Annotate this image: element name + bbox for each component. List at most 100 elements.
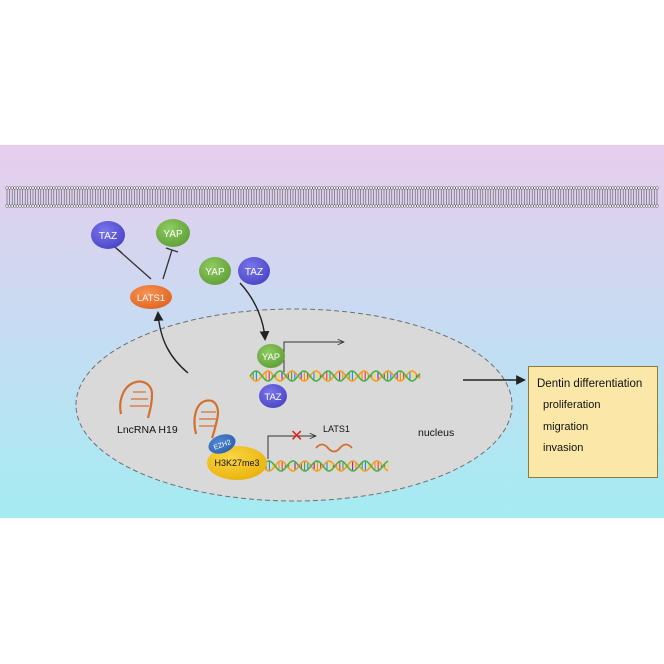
membrane-head — [166, 186, 170, 190]
membrane-head — [652, 186, 656, 190]
membrane-head — [286, 204, 290, 208]
membrane-head — [288, 204, 292, 208]
membrane-head — [10, 204, 14, 208]
membrane-head — [424, 204, 428, 208]
membrane-head — [561, 186, 565, 190]
membrane-head — [541, 204, 545, 208]
membrane-head — [481, 186, 485, 190]
membrane-head — [140, 186, 144, 190]
membrane-head — [216, 186, 220, 190]
membrane-head — [551, 204, 555, 208]
membrane-head — [405, 204, 409, 208]
membrane-head — [130, 186, 134, 190]
membrane-head — [26, 204, 30, 208]
membrane-head — [8, 186, 12, 190]
membrane-head — [577, 186, 581, 190]
membrane-head — [444, 204, 448, 208]
membrane-head — [229, 186, 233, 190]
membrane-head — [226, 186, 230, 190]
membrane-head — [346, 204, 350, 208]
membrane-head — [54, 186, 58, 190]
membrane-head — [340, 186, 344, 190]
membrane-head — [338, 186, 342, 190]
membrane-head — [15, 186, 19, 190]
membrane-head — [244, 186, 248, 190]
membrane-head — [632, 204, 636, 208]
membrane-head — [499, 204, 503, 208]
membrane-head — [621, 204, 625, 208]
membrane-head — [197, 204, 201, 208]
membrane-head — [429, 204, 433, 208]
membrane-head — [551, 186, 555, 190]
membrane-head — [535, 186, 539, 190]
membrane-head — [629, 204, 633, 208]
membrane-head — [49, 204, 53, 208]
membrane-head — [356, 186, 360, 190]
membrane-head — [73, 186, 77, 190]
membrane-head — [127, 204, 131, 208]
membrane-head — [255, 204, 259, 208]
membrane-head — [13, 186, 17, 190]
membrane-head — [236, 204, 240, 208]
membrane-head — [473, 186, 477, 190]
membrane-head — [502, 186, 506, 190]
yap-label: YAP — [205, 267, 225, 278]
membrane-head — [442, 204, 446, 208]
membrane-head — [455, 204, 459, 208]
membrane-head — [80, 204, 84, 208]
membrane-head — [101, 186, 105, 190]
membrane-head — [57, 186, 61, 190]
membrane-head — [213, 186, 217, 190]
membrane-head — [403, 204, 407, 208]
membrane-head — [392, 204, 396, 208]
membrane-head — [88, 204, 92, 208]
membrane-head — [249, 204, 253, 208]
membrane-head — [296, 204, 300, 208]
membrane-head — [91, 186, 95, 190]
membrane-head — [530, 186, 534, 190]
membrane-head — [353, 186, 357, 190]
membrane-head — [424, 186, 428, 190]
membrane-head — [62, 204, 66, 208]
membrane-head — [650, 186, 654, 190]
membrane-head — [629, 186, 633, 190]
membrane-head — [262, 186, 266, 190]
lats1-protein — [130, 285, 172, 309]
membrane-head — [65, 204, 69, 208]
membrane-head — [216, 204, 220, 208]
membrane-head — [75, 186, 79, 190]
membrane-head — [125, 186, 129, 190]
membrane-head — [275, 186, 279, 190]
membrane-head — [325, 204, 329, 208]
membrane-head — [637, 186, 641, 190]
membrane-head — [242, 186, 246, 190]
membrane-head — [70, 204, 74, 208]
membrane-head — [312, 186, 316, 190]
membrane-head — [190, 204, 194, 208]
membrane-head — [426, 204, 430, 208]
membrane-head — [179, 186, 183, 190]
membrane-head — [444, 186, 448, 190]
membrane-head — [275, 204, 279, 208]
membrane-head — [600, 186, 604, 190]
membrane-head — [156, 186, 160, 190]
membrane-head — [655, 186, 659, 190]
membrane-head — [18, 204, 22, 208]
membrane-head — [148, 186, 152, 190]
membrane-head — [606, 186, 610, 190]
membrane-head — [624, 186, 628, 190]
membrane-head — [598, 186, 602, 190]
membrane-head — [158, 204, 162, 208]
membrane-head — [335, 186, 339, 190]
membrane-head — [595, 204, 599, 208]
membrane-head — [330, 186, 334, 190]
membrane-head — [294, 186, 298, 190]
membrane-head — [416, 186, 420, 190]
membrane-head — [197, 186, 201, 190]
membrane-head — [283, 204, 287, 208]
membrane-head — [439, 186, 443, 190]
membrane-head — [457, 186, 461, 190]
membrane-head — [333, 186, 337, 190]
membrane-head — [655, 204, 659, 208]
membrane-head — [421, 186, 425, 190]
